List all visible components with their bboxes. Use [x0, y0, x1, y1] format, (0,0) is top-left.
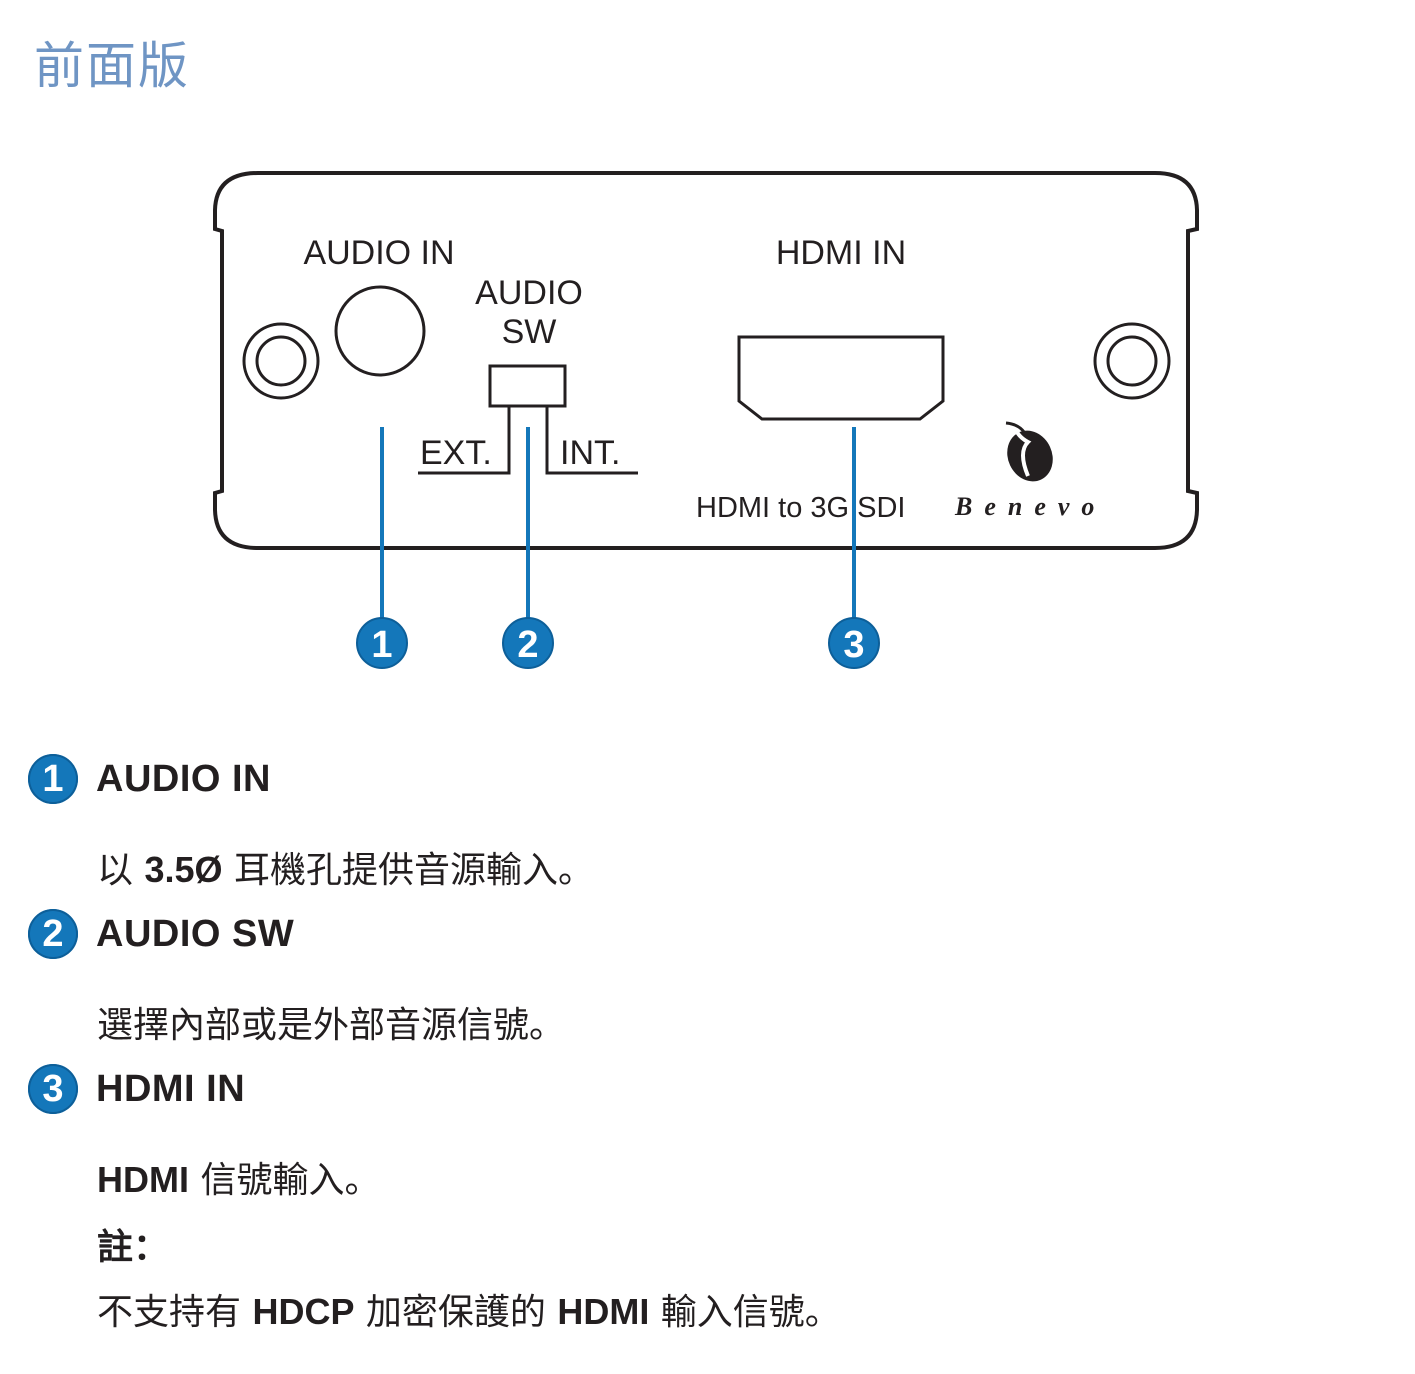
item-1-description: 以 3.5Ø 耳機孔提供音源輸入。: [97, 849, 594, 891]
panel-outline: [213, 171, 1199, 550]
brand-name: Benevo: [954, 492, 1106, 521]
ext-label: EXT.: [420, 434, 492, 472]
svg-text:2: 2: [517, 624, 538, 666]
left-screw-icon: [242, 322, 320, 400]
audio-sw-label-line1: AUDIO: [475, 274, 583, 312]
svg-text:3: 3: [843, 624, 864, 666]
item-3-description: HDMI 信號輸入。: [97, 1159, 381, 1201]
item-1-title: AUDIO IN: [96, 757, 271, 800]
item-1-number-badge: 1: [28, 754, 78, 804]
item-3-title: HDMI IN: [96, 1067, 246, 1110]
item-3-note-label: 註：: [97, 1226, 170, 1267]
benevo-logo-icon: [1005, 421, 1053, 482]
item-2-title: AUDIO SW: [96, 912, 295, 955]
front-panel-diagram: AUDIO IN AUDIO SW EXT. INT. HDMI IN HDMI…: [213, 171, 1199, 669]
item-2-number-badge: 2: [28, 909, 78, 959]
item-2-heading: 2 AUDIO SW: [28, 909, 294, 959]
callout-badge-3: 3: [828, 617, 880, 669]
audio-in-label: AUDIO IN: [303, 234, 454, 272]
item-3-heading: 3 HDMI IN: [28, 1064, 245, 1114]
item-1-heading: 1 AUDIO IN: [28, 754, 271, 804]
callout-badge-1: 1: [356, 617, 408, 669]
item-3-number-badge: 3: [28, 1064, 78, 1114]
audio-switch-icon: [418, 364, 638, 475]
hdmi-in-label: HDMI IN: [776, 234, 906, 272]
model-label: HDMI to 3G SDI: [696, 492, 906, 524]
int-label: INT.: [560, 434, 620, 472]
right-screw-icon: [1093, 322, 1171, 400]
audio-jack-icon: [334, 285, 426, 377]
callout-badge-2: 2: [502, 617, 554, 669]
page-title: 前面版: [34, 37, 190, 95]
audio-sw-label-line2: SW: [502, 313, 557, 351]
item-2-description: 選擇內部或是外部音源信號。: [97, 1005, 566, 1046]
hdmi-port-icon: [737, 335, 945, 421]
svg-text:1: 1: [371, 624, 392, 666]
item-3-note-text: 不支持有 HDCP 加密保護的 HDMI 輸入信號。: [97, 1291, 841, 1333]
